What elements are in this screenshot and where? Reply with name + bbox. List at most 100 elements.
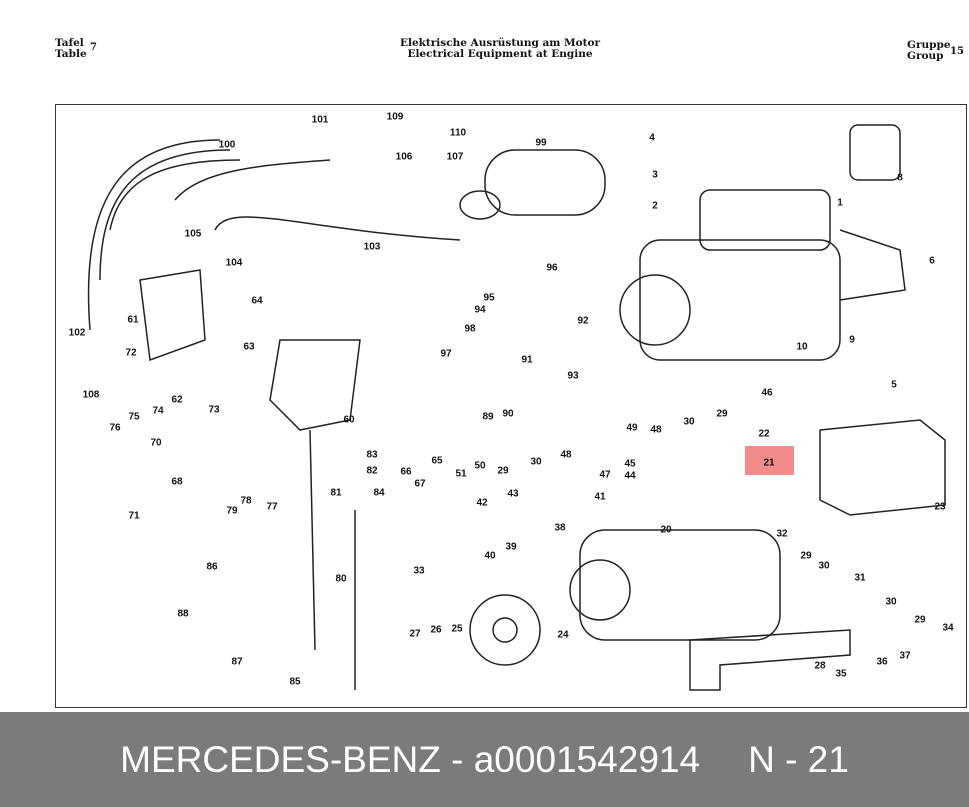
callout-97[interactable]: 97 (440, 348, 452, 360)
callout-34[interactable]: 34 (942, 622, 954, 634)
callout-29[interactable]: 29 (914, 614, 926, 626)
callout-26[interactable]: 26 (430, 624, 442, 636)
callout-73[interactable]: 73 (208, 404, 220, 416)
callout-36[interactable]: 36 (876, 656, 888, 668)
callout-40[interactable]: 40 (484, 550, 496, 562)
callout-39[interactable]: 39 (505, 541, 517, 553)
callout-43[interactable]: 43 (507, 488, 519, 500)
callout-10[interactable]: 10 (796, 341, 808, 353)
callout-1[interactable]: 1 (837, 197, 843, 209)
callout-41[interactable]: 41 (594, 491, 606, 503)
callout-37[interactable]: 37 (899, 650, 911, 662)
group-label-de: Gruppe (907, 39, 951, 51)
callout-46[interactable]: 46 (761, 387, 773, 399)
callout-90[interactable]: 90 (502, 408, 514, 420)
callout-31[interactable]: 31 (854, 572, 866, 584)
callout-108[interactable]: 108 (82, 389, 100, 401)
callout-76[interactable]: 76 (109, 422, 121, 434)
callout-65[interactable]: 65 (431, 455, 443, 467)
callout-9[interactable]: 9 (849, 334, 855, 346)
callout-45[interactable]: 45 (624, 458, 636, 470)
callout-60[interactable]: 60 (343, 414, 355, 426)
callout-50[interactable]: 50 (474, 460, 486, 472)
callout-72[interactable]: 72 (125, 347, 137, 359)
callout-105[interactable]: 105 (184, 228, 202, 240)
callout-30[interactable]: 30 (683, 416, 695, 428)
callout-104[interactable]: 104 (225, 257, 243, 269)
callout-95[interactable]: 95 (483, 292, 495, 304)
callout-88[interactable]: 88 (177, 608, 189, 620)
callout-62[interactable]: 62 (171, 394, 183, 406)
callout-67[interactable]: 67 (414, 478, 426, 490)
callout-61[interactable]: 61 (127, 314, 139, 326)
callout-96[interactable]: 96 (546, 262, 558, 274)
callout-110[interactable]: 110 (449, 127, 467, 139)
callout-29[interactable]: 29 (716, 408, 728, 420)
callout-2[interactable]: 2 (652, 200, 658, 212)
callout-30[interactable]: 30 (530, 456, 542, 468)
callout-81[interactable]: 81 (330, 487, 342, 499)
callout-63[interactable]: 63 (243, 341, 255, 353)
callout-83[interactable]: 83 (366, 449, 378, 461)
callout-77[interactable]: 77 (266, 501, 278, 513)
callout-38[interactable]: 38 (554, 522, 566, 534)
callout-80[interactable]: 80 (335, 573, 347, 585)
callout-107[interactable]: 107 (446, 151, 464, 163)
callout-75[interactable]: 75 (128, 411, 140, 423)
callout-49[interactable]: 49 (626, 422, 638, 434)
callout-66[interactable]: 66 (400, 466, 412, 478)
callout-74[interactable]: 74 (152, 405, 164, 417)
callout-44[interactable]: 44 (624, 470, 636, 482)
callout-48[interactable]: 48 (650, 424, 662, 436)
callout-101[interactable]: 101 (311, 114, 329, 126)
callout-106[interactable]: 106 (395, 151, 413, 163)
callout-27[interactable]: 27 (409, 628, 421, 640)
callout-91[interactable]: 91 (521, 354, 533, 366)
callout-86[interactable]: 86 (206, 561, 218, 573)
callout-30[interactable]: 30 (818, 560, 830, 572)
callout-89[interactable]: 89 (482, 411, 494, 423)
callout-6[interactable]: 6 (929, 255, 935, 267)
callout-99[interactable]: 99 (535, 137, 547, 149)
callout-25[interactable]: 25 (451, 623, 463, 635)
callout-29[interactable]: 29 (800, 550, 812, 562)
callout-32[interactable]: 32 (776, 528, 788, 540)
callout-71[interactable]: 71 (128, 510, 140, 522)
callout-98[interactable]: 98 (464, 323, 476, 335)
callout-92[interactable]: 92 (577, 315, 589, 327)
callout-87[interactable]: 87 (231, 656, 243, 668)
callout-23[interactable]: 23 (934, 501, 946, 513)
callout-78[interactable]: 78 (240, 495, 252, 507)
callout-70[interactable]: 70 (150, 437, 162, 449)
callout-82[interactable]: 82 (366, 465, 378, 477)
callout-48[interactable]: 48 (560, 449, 572, 461)
callout-100[interactable]: 100 (218, 139, 236, 151)
callout-42[interactable]: 42 (476, 497, 488, 509)
callout-4[interactable]: 4 (649, 132, 655, 144)
callout-8[interactable]: 8 (897, 172, 903, 184)
callout-51[interactable]: 51 (455, 468, 467, 480)
callout-68[interactable]: 68 (171, 476, 183, 488)
callout-47[interactable]: 47 (599, 469, 611, 481)
callout-5[interactable]: 5 (891, 379, 897, 391)
callout-24[interactable]: 24 (557, 629, 569, 641)
callout-64[interactable]: 64 (251, 295, 263, 307)
callout-102[interactable]: 102 (68, 327, 86, 339)
distributor (139, 269, 361, 651)
callout-21[interactable]: 21 (763, 457, 775, 469)
callout-22[interactable]: 22 (758, 428, 770, 440)
callout-28[interactable]: 28 (814, 660, 826, 672)
callout-85[interactable]: 85 (289, 676, 301, 688)
callout-30[interactable]: 30 (885, 596, 897, 608)
callout-35[interactable]: 35 (835, 668, 847, 680)
callout-94[interactable]: 94 (474, 304, 486, 316)
callout-20[interactable]: 20 (660, 524, 672, 536)
callout-33[interactable]: 33 (413, 565, 425, 577)
callout-109[interactable]: 109 (386, 111, 404, 123)
callout-103[interactable]: 103 (363, 241, 381, 253)
callout-3[interactable]: 3 (652, 169, 658, 181)
callout-79[interactable]: 79 (226, 505, 238, 517)
callout-84[interactable]: 84 (373, 487, 385, 499)
callout-93[interactable]: 93 (567, 370, 579, 382)
callout-29[interactable]: 29 (497, 465, 509, 477)
